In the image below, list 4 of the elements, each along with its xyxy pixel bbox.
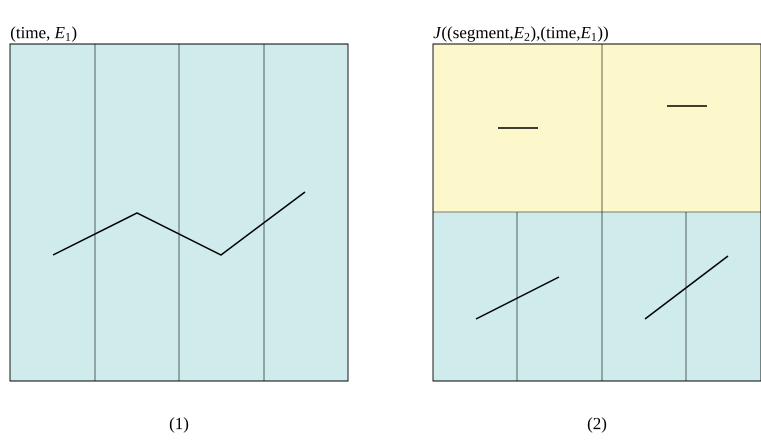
panel-heading: (time, E$_{1}$): [10, 26, 76, 42]
panel-heading: J((segment,E$_{2}$),(time,E$_{1}$)): [433, 26, 608, 42]
panel-caption: (2): [588, 417, 606, 433]
panel-caption: (1): [170, 417, 188, 433]
